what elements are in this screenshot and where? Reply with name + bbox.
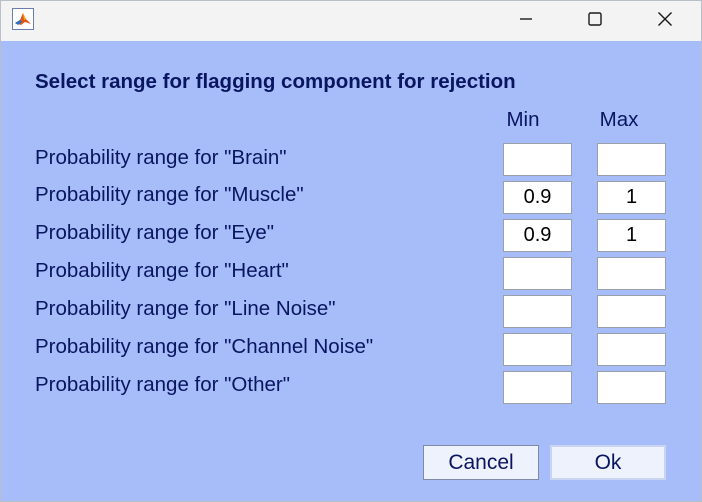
heart-min-input[interactable] [503,257,572,290]
row-label-brain: Probability range for "Brain" [35,146,287,169]
dialog-content: Select range for flagging component for … [1,41,701,501]
title-bar[interactable] [1,1,701,41]
close-button[interactable] [642,1,688,37]
row-label-channel-noise: Probability range for "Channel Noise" [35,335,374,358]
column-header-min: Min [506,108,540,131]
channel-noise-min-input[interactable] [503,333,572,366]
matlab-icon [12,8,34,30]
row-label-eye: Probability range for "Eye" [35,221,275,244]
eye-max-input[interactable] [597,219,666,252]
brain-max-input[interactable] [597,143,666,176]
eye-min-input[interactable] [503,219,572,252]
muscle-max-input[interactable] [597,181,666,214]
minimize-icon [519,12,533,26]
row-label-other: Probability range for "Other" [35,373,290,396]
muscle-min-input[interactable] [503,181,572,214]
close-icon [657,11,673,27]
line-noise-max-input[interactable] [597,295,666,328]
other-max-input[interactable] [597,371,666,404]
maximize-button[interactable] [572,1,618,37]
channel-noise-max-input[interactable] [597,333,666,366]
brain-min-input[interactable] [503,143,572,176]
dialog-heading: Select range for flagging component for … [35,70,516,93]
heart-max-input[interactable] [597,257,666,290]
ok-button[interactable]: Ok [550,445,666,480]
cancel-button[interactable]: Cancel [423,445,539,480]
row-label-line-noise: Probability range for "Line Noise" [35,297,336,320]
minimize-button[interactable] [503,1,549,37]
row-label-heart: Probability range for "Heart" [35,259,289,282]
maximize-icon [587,11,603,27]
column-header-max: Max [599,108,639,131]
other-min-input[interactable] [503,371,572,404]
row-label-muscle: Probability range for "Muscle" [35,183,304,206]
line-noise-min-input[interactable] [503,295,572,328]
